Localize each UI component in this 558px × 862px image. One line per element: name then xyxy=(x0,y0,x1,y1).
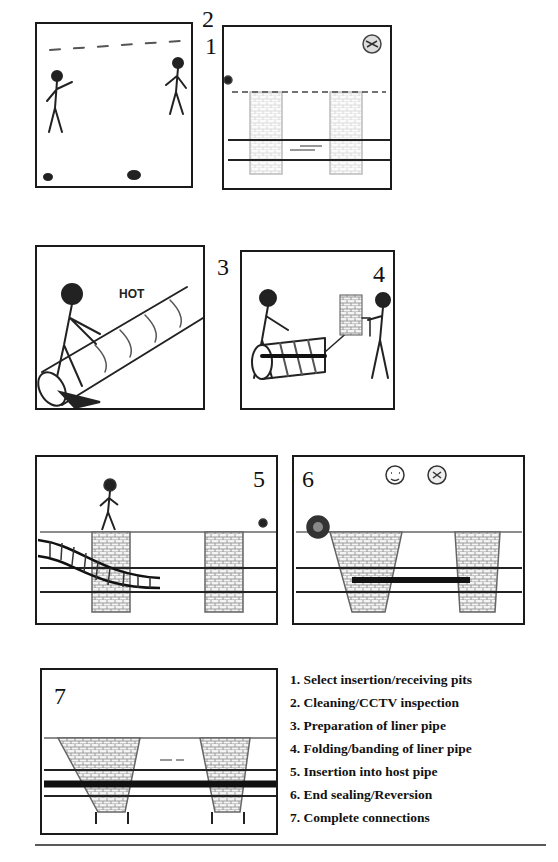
site-survey-sketch-part xyxy=(52,71,62,81)
connections-sketch-part xyxy=(58,738,140,812)
site-survey-sketch-part xyxy=(50,41,180,50)
end-sealing-sketch-part xyxy=(428,466,446,484)
liner-preparation-sketch-part xyxy=(42,287,203,405)
panel-number: 3 xyxy=(217,255,229,279)
liner-preparation-sketch-part xyxy=(95,300,181,372)
step-panel: 1 xyxy=(35,22,193,188)
step-panel: 2 xyxy=(222,25,392,190)
site-survey-sketch-part xyxy=(173,58,183,68)
liner-folding-sketch-part xyxy=(368,307,388,378)
site-survey-sketch-part xyxy=(128,171,140,179)
liner-insertion-sketch xyxy=(38,479,276,612)
cleaning-inspection-sketch xyxy=(224,35,390,174)
liner-preparation-sketch-part xyxy=(62,284,82,304)
liner-folding-sketch-part xyxy=(376,293,390,307)
end-sealing-sketch-part xyxy=(433,472,441,478)
end-sealing-sketch-part xyxy=(313,522,323,532)
cleaning-inspection-sketch-part xyxy=(330,92,362,174)
liner-insertion-sketch-part xyxy=(104,479,116,491)
liner-folding-sketch xyxy=(252,290,390,379)
end-sealing-sketch-part xyxy=(386,466,404,484)
liner-insertion-sketch-part xyxy=(38,540,160,588)
liner-preparation-sketch-part xyxy=(60,392,100,408)
cleaning-inspection-sketch-part xyxy=(366,41,378,47)
end-sealing-sketch-part xyxy=(296,568,522,592)
site-survey-sketch xyxy=(44,41,186,180)
site-survey-sketch-part xyxy=(166,68,186,114)
liner-insertion-sketch-part xyxy=(205,532,243,612)
bottom-rule xyxy=(35,844,546,846)
step-caption: 3. Preparation of liner pipe xyxy=(290,714,552,737)
connections-sketch xyxy=(44,738,276,824)
connections-sketch-part xyxy=(44,781,276,788)
cleaning-inspection-sketch-part xyxy=(224,76,232,84)
liner-folding-sketch-part xyxy=(262,354,325,358)
liner-folding-sketch-part xyxy=(262,338,325,379)
liner-preparation-sketch-part xyxy=(33,367,72,410)
panel-number: 1 xyxy=(205,34,217,58)
end-sealing-sketch-part xyxy=(391,473,400,481)
end-sealing-sketch-part xyxy=(307,516,329,538)
liner-preparation-sketch-part xyxy=(55,304,100,386)
panel-number: 6 xyxy=(302,467,314,491)
step-caption: 1. Select insertion/receiving pits xyxy=(290,668,552,691)
liner-insertion-sketch-part xyxy=(259,519,267,527)
site-survey-sketch-part xyxy=(44,174,52,180)
site-survey-sketch-part xyxy=(47,81,72,132)
cleaning-inspection-sketch-part xyxy=(363,35,381,53)
end-sealing-sketch-part xyxy=(330,532,402,612)
cleaning-inspection-sketch-part xyxy=(290,146,322,150)
connections-sketch-part xyxy=(44,770,276,796)
step-caption: 7. Complete connections xyxy=(290,806,552,829)
cleaning-inspection-sketch-part xyxy=(228,140,390,160)
step-panel: 6 xyxy=(292,455,525,625)
liner-folding-sketch-part xyxy=(260,290,276,306)
panel-number: 2 xyxy=(202,7,214,31)
liner-insertion-sketch-part xyxy=(50,541,150,588)
step-list: 1. Select insertion/receiving pits2. Cle… xyxy=(290,668,552,829)
liner-preparation-sketch xyxy=(33,284,203,411)
liner-folding-sketch-part xyxy=(252,345,272,379)
end-sealing-sketch-part xyxy=(455,532,500,612)
panel-number: 5 xyxy=(253,467,265,491)
connections-sketch-part xyxy=(160,759,184,761)
liner-folding-sketch-part xyxy=(340,295,362,335)
step-panel: 3HOT xyxy=(35,245,205,410)
warning-text: HOT xyxy=(119,287,144,301)
step-panel: 7 xyxy=(40,668,278,835)
step-caption: 2. Cleaning/CCTV inspection xyxy=(290,691,552,714)
panel-number: 7 xyxy=(54,684,66,708)
step-caption: 4. Folding/banding of liner pipe xyxy=(290,737,552,760)
step-caption: 6. End sealing/Reversion xyxy=(290,783,552,806)
end-sealing-sketch-part xyxy=(352,577,470,583)
step-panel: 5 xyxy=(35,455,278,625)
liner-insertion-sketch-part xyxy=(100,491,118,530)
step-caption: 5. Insertion into host pipe xyxy=(290,760,552,783)
end-sealing-sketch xyxy=(296,466,522,612)
step-panel: 4 xyxy=(240,250,395,410)
connections-sketch-part xyxy=(96,812,244,824)
panel-number: 4 xyxy=(373,262,385,286)
connections-sketch-part xyxy=(200,738,250,812)
cleaning-inspection-sketch-part xyxy=(250,92,282,174)
